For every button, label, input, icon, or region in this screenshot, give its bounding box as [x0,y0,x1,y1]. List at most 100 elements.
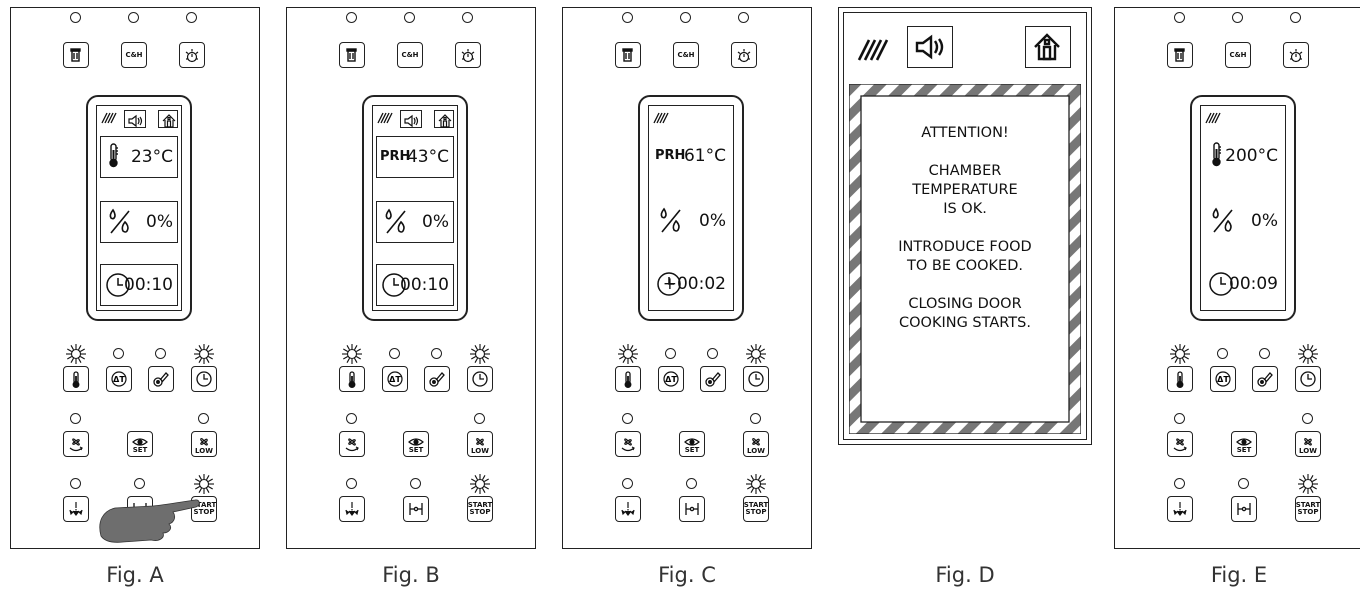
delete-button[interactable] [339,42,365,68]
delete-button[interactable] [615,42,641,68]
eye-icon [684,438,700,446]
fan-reverse-button[interactable] [63,431,89,457]
timer-button[interactable] [467,366,493,392]
light-timer-button[interactable] [179,42,205,68]
led-on [469,473,491,495]
light-timer-button[interactable] [1283,42,1309,68]
temperature-button[interactable] [63,366,89,392]
svg-text:ΔT: ΔT [1217,375,1229,384]
door-button[interactable] [403,496,429,522]
home-box[interactable] [434,110,454,128]
set-button[interactable]: SET [403,431,429,457]
ch-button[interactable]: C&H [1225,42,1251,68]
light-timer-button[interactable] [731,42,757,68]
start-label: START [191,501,217,509]
delete-button[interactable] [1167,42,1193,68]
vent-button[interactable] [1167,496,1193,522]
speaker-box[interactable] [907,26,953,68]
led-on [193,343,215,365]
vent-button[interactable] [339,496,365,522]
ch-button[interactable]: C&H [673,42,699,68]
delta-t-icon: ΔT [1215,371,1231,387]
preheat-label: PRH [380,149,411,164]
ch-button[interactable]: C&H [121,42,147,68]
set-button[interactable]: SET [679,431,705,457]
light-timer-button[interactable] [455,42,481,68]
delta-t-button[interactable]: ΔT [658,366,684,392]
speaker-box[interactable] [124,110,146,128]
fan-reverse-button[interactable] [615,431,641,457]
speaker-box[interactable] [400,110,422,128]
low-fan-button[interactable]: LOW [467,431,493,457]
start-label: START [467,501,493,509]
vent-button[interactable] [615,496,641,522]
timer-button[interactable] [1295,366,1321,392]
steam-large [855,36,889,66]
fan-reverse-button[interactable] [339,431,365,457]
temperature-button[interactable] [339,366,365,392]
low-fan-button[interactable]: LOW [1295,431,1321,457]
delta-t-icon: ΔT [111,371,127,387]
home-box[interactable] [1025,26,1071,68]
time-value: 00:09 [1229,274,1278,294]
sunburst-led-icon [66,344,86,364]
time-row: 00:09 [1204,264,1282,306]
delete-button[interactable] [63,42,89,68]
preheat-label: PRH [655,148,686,163]
timer-button[interactable] [743,366,769,392]
fan-reverse-button[interactable] [1167,431,1193,457]
door-button[interactable] [679,496,705,522]
temperature-button[interactable] [1167,366,1193,392]
delta-t-button[interactable]: ΔT [1210,366,1236,392]
probe-button[interactable] [424,366,450,392]
probe-button[interactable] [148,366,174,392]
message-line: CLOSING DOOR [908,296,1022,312]
clock-icon [748,371,764,387]
message-line: TO BE COOKED. [907,258,1023,274]
low-fan-button[interactable]: LOW [743,431,769,457]
temperature-button[interactable] [615,366,641,392]
message-line [861,143,1069,162]
clock-display [1208,271,1234,301]
led-off [155,348,166,359]
probe-icon [429,372,445,387]
led-off [346,413,357,424]
time-row: 00:10 [100,264,178,306]
vent-button[interactable] [63,496,89,522]
door-button[interactable] [1231,496,1257,522]
start-label: START [1295,501,1321,509]
sunburst-led-icon [618,344,638,364]
home-box[interactable] [158,110,178,128]
figure-label: Fig. D [935,563,995,587]
led-on [469,343,491,365]
set-label: SET [684,446,700,454]
door-icon [1237,503,1251,515]
probe-button[interactable] [1252,366,1278,392]
low-label: LOW [471,446,489,455]
set-button-content: SET [407,434,425,454]
delta-t-button[interactable]: ΔT [106,366,132,392]
led-off [346,12,357,23]
set-button[interactable]: SET [1231,431,1257,457]
set-button[interactable]: SET [127,431,153,457]
probe-button[interactable] [700,366,726,392]
low-fan-button[interactable]: LOW [191,431,217,457]
timer-button[interactable] [191,366,217,392]
led-off [1174,12,1185,23]
home-icon [438,114,452,128]
ch-button[interactable]: C&H [397,42,423,68]
led-on [1297,343,1319,365]
delta-t-icon: ΔT [663,371,679,387]
delta-t-button[interactable]: ΔT [382,366,408,392]
